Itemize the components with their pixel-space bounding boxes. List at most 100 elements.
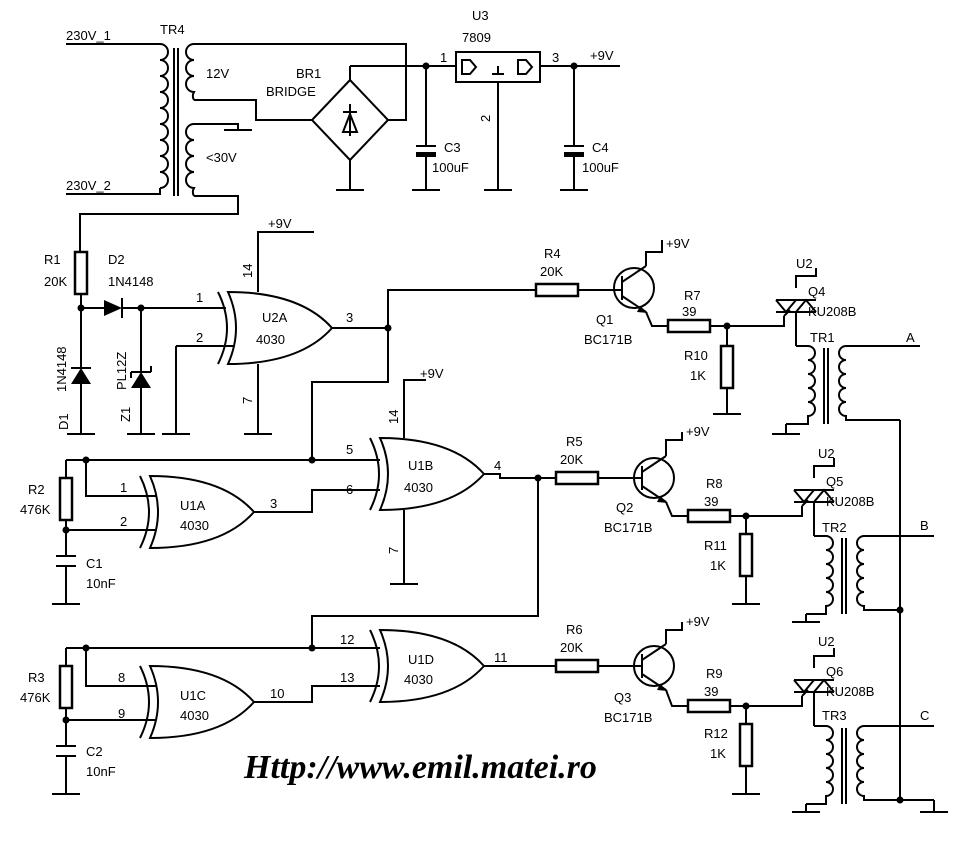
capacitor-c3 [412, 66, 440, 191]
label-q6part: KU208B [826, 684, 874, 699]
label-u2-2: U2 [818, 446, 835, 461]
wire-r9-q6 [730, 696, 803, 707]
label-r12: R12 [704, 726, 728, 741]
label-u1apart: 4030 [180, 518, 209, 533]
label-mains1: 230V_1 [66, 28, 111, 43]
label-u1d: U1D [408, 652, 434, 667]
label-u1c-p8: 8 [118, 670, 125, 685]
label-c4val: 100uF [582, 160, 619, 175]
label-outB: B [920, 518, 929, 533]
label-r2: R2 [28, 482, 45, 497]
label-r9: R9 [706, 666, 723, 681]
label-u1b-p14: 14 [386, 410, 401, 424]
label-u2a-p1: 1 [196, 290, 203, 305]
label-r3val: 476K [20, 690, 51, 705]
label-q4: Q4 [808, 284, 825, 299]
label-r8: R8 [706, 476, 723, 491]
wire-r8-q5 [730, 506, 803, 517]
wire-sync-u1b [311, 328, 389, 460]
capacitor-c1 [52, 555, 80, 605]
label-u3: U3 [472, 8, 489, 23]
label-r10: R10 [684, 348, 708, 363]
label-r4val: 20K [540, 264, 563, 279]
label-d2part: 1N4148 [108, 274, 154, 289]
label-u1b-vcc: +9V [420, 366, 444, 381]
label-u2a-p2: 2 [196, 330, 203, 345]
label-u1c-p10: 10 [270, 686, 284, 701]
diode-d2 [81, 298, 226, 318]
label-r7: R7 [684, 288, 701, 303]
label-tr1: TR1 [810, 330, 835, 345]
label-u3-pin3: 3 [552, 50, 559, 65]
capacitor-c2 [52, 745, 80, 795]
label-r4: R4 [544, 246, 561, 261]
label-q2: Q2 [616, 500, 633, 515]
label-u1d-p11: 11 [494, 650, 508, 665]
resistor-r7 [666, 318, 712, 334]
label-u3part: 7809 [462, 30, 491, 45]
label-u3-pin2: 2 [478, 115, 493, 122]
label-q3-vcc: +9V [686, 614, 710, 629]
label-u1cpart: 4030 [180, 708, 209, 723]
bridge-rectifier-br1 [310, 44, 407, 191]
label-mains2: 230V_2 [66, 178, 111, 193]
label-u2a-vcc: +9V [268, 216, 292, 231]
label-q3: Q3 [614, 690, 631, 705]
label-u1b: U1B [408, 458, 433, 473]
resistor-r8 [686, 508, 732, 524]
label-d1part: 1N4148 [54, 346, 69, 392]
label-u1d-p13: 13 [340, 670, 354, 685]
label-z1: Z1 [118, 407, 133, 422]
resistor-r11 [732, 516, 760, 605]
transformer-tr2 [792, 535, 934, 623]
triac-q4 [775, 268, 817, 346]
label-c2: C2 [86, 744, 103, 759]
label-u2a-p7: 7 [240, 397, 255, 404]
label-c2val: 10nF [86, 764, 116, 779]
zener-z1 [127, 308, 155, 435]
regulator-u3 [406, 51, 620, 191]
label-u2a-p14: 14 [240, 264, 255, 278]
label-u1dpart: 4030 [404, 672, 433, 687]
label-u2a-p3: 3 [346, 310, 353, 325]
label-u2-3: U2 [818, 634, 835, 649]
label-q1: Q1 [596, 312, 613, 327]
label-vout: +9V [590, 48, 614, 63]
label-c4: C4 [592, 140, 609, 155]
label-u1b-p6: 6 [346, 482, 353, 497]
transformer-tr3 [792, 725, 934, 813]
label-outC: C [920, 708, 929, 723]
label-u2-1: U2 [796, 256, 813, 271]
label-u1c-p9: 9 [118, 706, 125, 721]
transistor-q2 [632, 432, 688, 517]
resistor-r6 [554, 658, 600, 674]
label-q1part: BC171B [584, 332, 632, 347]
label-r7val: 39 [682, 304, 696, 319]
gate-u1b [369, 379, 556, 585]
label-c1val: 10nF [86, 576, 116, 591]
label-q2-vcc: +9V [686, 424, 710, 439]
label-r2val: 476K [20, 502, 51, 517]
label-br1: BR1 [296, 66, 321, 81]
label-u1bpart: 4030 [404, 480, 433, 495]
resistor-r4 [534, 282, 580, 298]
label-r5val: 20K [560, 452, 583, 467]
label-u1b-p4: 4 [494, 458, 501, 473]
label-bridge: BRIDGE [266, 84, 316, 99]
label-c3val: 100uF [432, 160, 469, 175]
triac-q6 [793, 648, 835, 726]
label-q3part: BC171B [604, 710, 652, 725]
label-c3: C3 [444, 140, 461, 155]
gate-u1a [66, 460, 380, 550]
diode-d1 [67, 367, 95, 435]
label-r11: R11 [704, 538, 727, 553]
label-u2apart: 4030 [256, 332, 285, 347]
label-tr4: TR4 [160, 22, 185, 37]
label-d1: D1 [56, 413, 71, 430]
label-tr3: TR3 [822, 708, 847, 723]
label-r5: R5 [566, 434, 583, 449]
label-u1c: U1C [180, 688, 206, 703]
label-outA: A [906, 330, 915, 345]
transistor-q1 [612, 240, 668, 327]
